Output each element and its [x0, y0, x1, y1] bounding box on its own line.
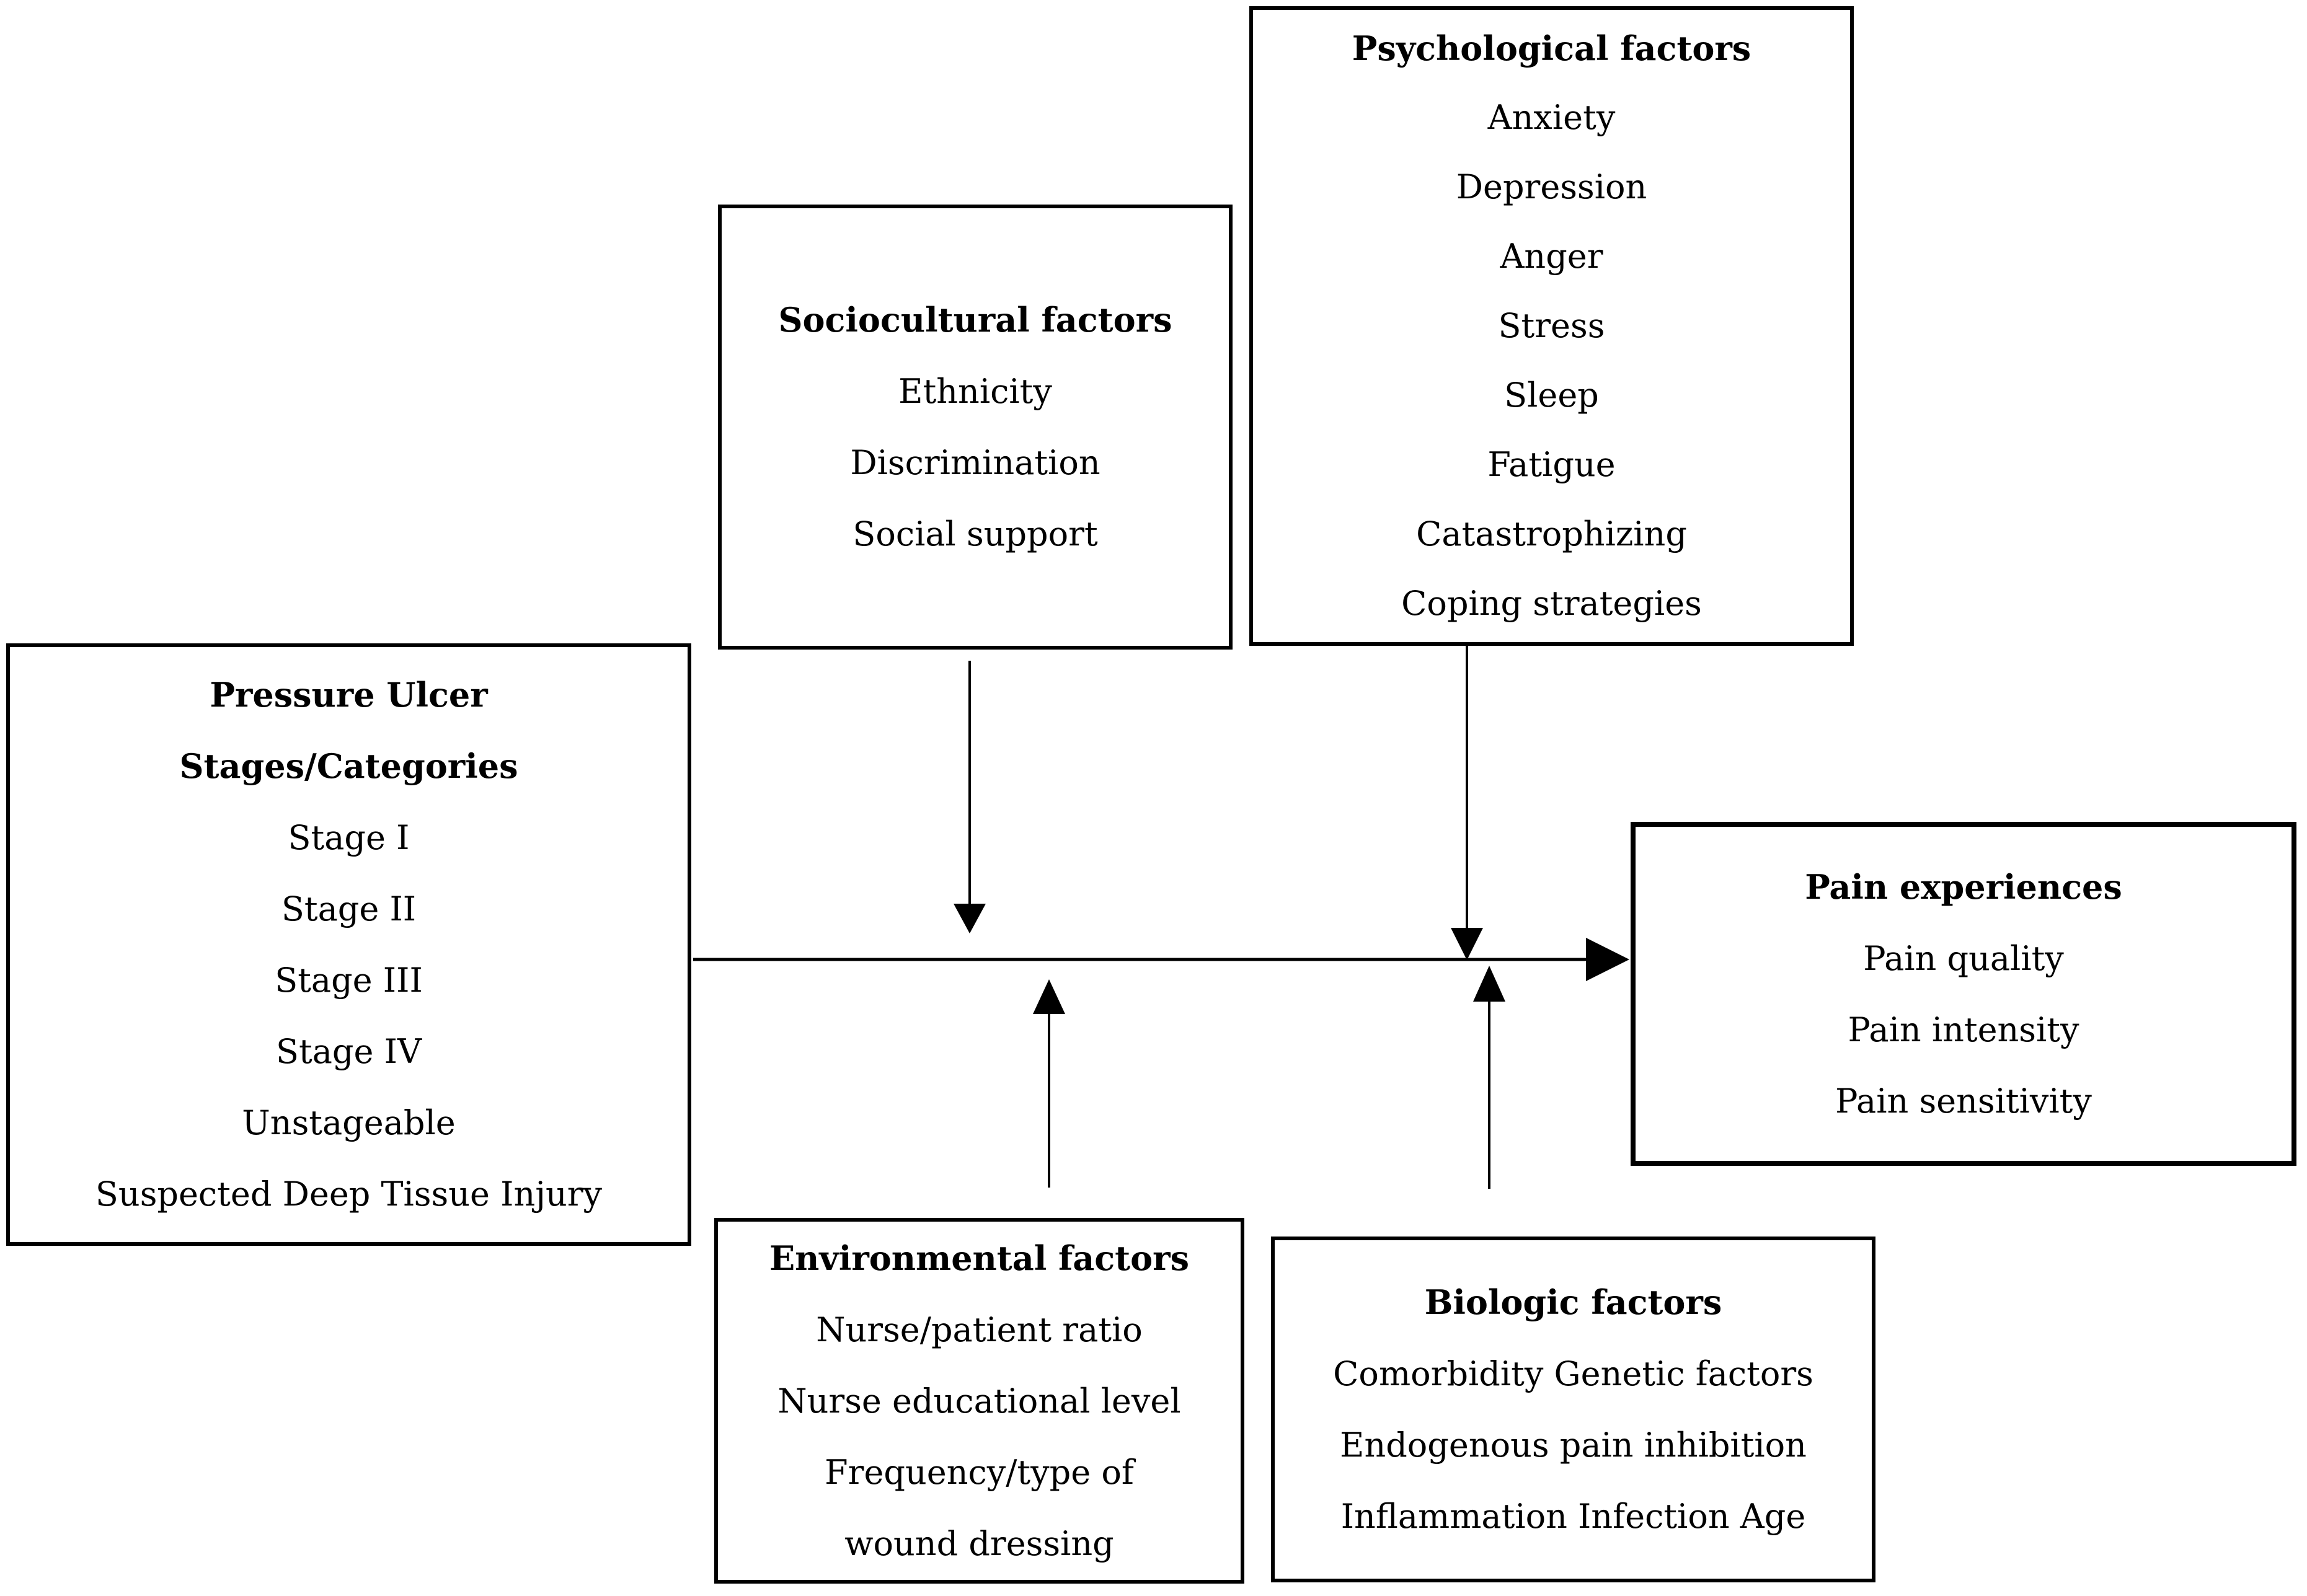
psychological-item: Sleep: [1504, 376, 1599, 415]
sociocultural-factors-box: Sociocultural factors Ethnicity Discrimi…: [718, 205, 1233, 650]
pain-experiences-item: Pain intensity: [1848, 1010, 2079, 1049]
pressure-ulcer-item: Stage IV: [276, 1032, 422, 1071]
psychological-item: Anxiety: [1487, 98, 1616, 137]
sociocultural-item: Discrimination: [850, 443, 1100, 482]
pressure-ulcer-item: Stage II: [281, 889, 417, 928]
pain-experiences-box: Pain experiences Pain quality Pain inten…: [1631, 822, 2296, 1166]
pain-experiences-item: Pain quality: [1863, 938, 2064, 978]
environmental-item: wound dressing: [844, 1523, 1114, 1563]
psychological-title: Psychological factors: [1352, 29, 1751, 68]
psychological-item: Stress: [1498, 306, 1605, 345]
arrow-psychological-down: [1451, 646, 1483, 960]
environmental-item: Frequency/type of: [825, 1452, 1134, 1492]
biologic-item: Endogenous pain inhibition: [1340, 1426, 1807, 1465]
biologic-item: Comorbidity Genetic factors: [1333, 1354, 1813, 1393]
pressure-ulcer-box: Pressure Ulcer Stages/Categories Stage I…: [6, 643, 691, 1246]
pressure-ulcer-item: Suspected Deep Tissue Injury: [95, 1175, 603, 1214]
environmental-item: Nurse educational level: [777, 1381, 1181, 1421]
environmental-title: Environmental factors: [769, 1238, 1189, 1278]
pressure-ulcer-item: Stage III: [275, 961, 423, 1000]
arrow-sociocultural-down: [954, 661, 986, 933]
pressure-ulcer-item: Unstageable: [242, 1103, 456, 1142]
environmental-item: Nurse/patient ratio: [816, 1310, 1143, 1349]
psychological-item: Anger: [1500, 237, 1603, 276]
biologic-factors-box: Biologic factors Comorbidity Genetic fac…: [1271, 1237, 1875, 1582]
arrow-biologic-up: [1473, 966, 1505, 1189]
environmental-factors-box: Environmental factors Nurse/patient rati…: [714, 1218, 1244, 1584]
psychological-item: Catastrophizing: [1416, 514, 1687, 553]
biologic-title: Biologic factors: [1424, 1282, 1722, 1322]
sociocultural-item: Ethnicity: [898, 372, 1052, 411]
pressure-ulcer-title-line-1: Pressure Ulcer: [210, 675, 488, 715]
sociocultural-item: Social support: [852, 514, 1098, 553]
arrow-environmental-up: [1033, 979, 1065, 1188]
pressure-ulcer-item: Stage I: [288, 818, 410, 857]
psychological-item: Coping strategies: [1401, 584, 1702, 623]
pressure-ulcer-title-line-2: Stages/Categories: [179, 746, 518, 786]
biologic-item: Inflammation Infection Age: [1340, 1497, 1806, 1536]
psychological-item: Depression: [1456, 167, 1647, 206]
psychological-item: Fatigue: [1487, 445, 1616, 484]
sociocultural-title: Sociocultural factors: [778, 300, 1172, 340]
psychological-factors-box: Psychological factors Anxiety Depression…: [1249, 6, 1854, 646]
pain-experiences-title: Pain experiences: [1805, 866, 2122, 907]
pain-experiences-item: Pain sensitivity: [1835, 1081, 2092, 1121]
arrow-pressure-ulcer-to-pain-experiences: [693, 938, 1629, 981]
